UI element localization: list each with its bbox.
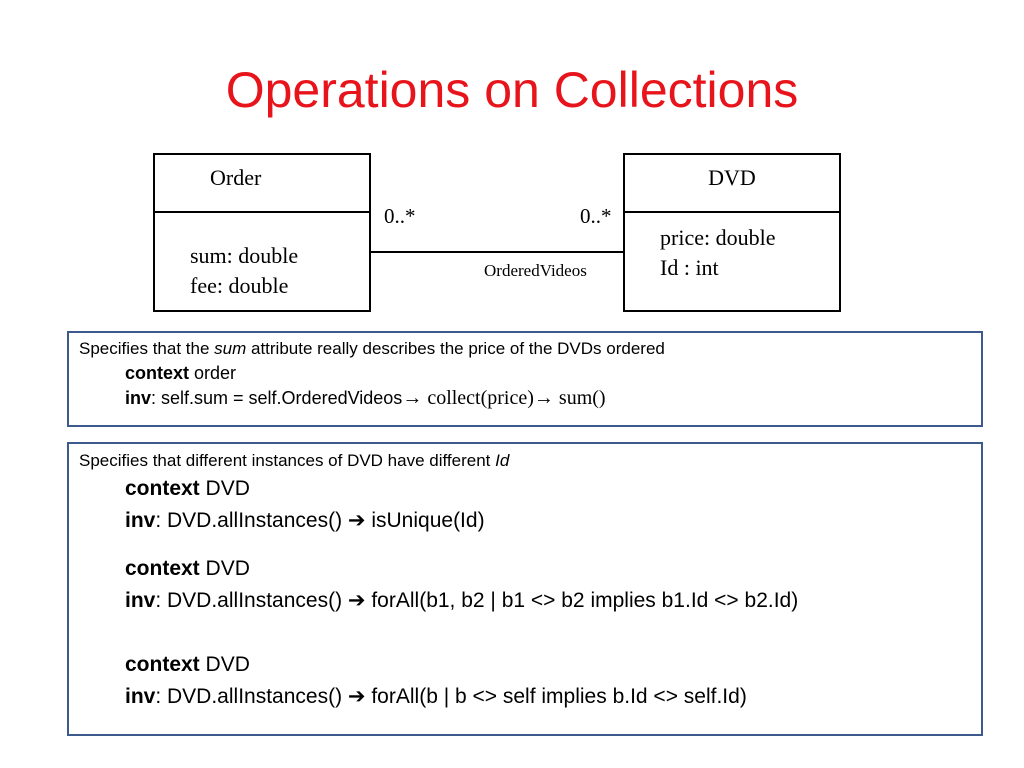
box2-description: Specifies that different instances of DV… xyxy=(79,449,981,473)
left-multiplicity: 0..* xyxy=(384,204,416,228)
box2-c1-context-value: DVD xyxy=(199,477,250,500)
association-line xyxy=(371,251,623,253)
box1-inv-line: inv: self.sum = self.OrderedVideos→ coll… xyxy=(79,386,981,411)
arrow-icon: ➔ xyxy=(347,509,366,532)
box2-c2-inv-line: inv: DVD.allInstances() ➔ forAll(b1, b2 … xyxy=(79,585,981,617)
slide-title: Operations on Collections xyxy=(225,62,799,118)
order-class-attributes: sum: double fee: double xyxy=(155,213,369,301)
box2-c3-inv-keyword: inv xyxy=(125,685,156,708)
box2-c3-inv-expr-b: forAll(b | b <> self implies b.Id <> sel… xyxy=(365,685,747,708)
dvd-class-attributes: price: double Id : int xyxy=(625,213,839,283)
box2-c3-context-line: context DVD xyxy=(79,649,981,681)
box1-desc-prefix: Specifies that the xyxy=(79,339,215,358)
box1-desc-em: sum xyxy=(214,339,247,358)
order-attr-sum: sum: double xyxy=(190,243,299,268)
box2-desc-em: Id xyxy=(495,451,510,470)
box2-c1-inv-expr-b: isUnique(Id) xyxy=(365,509,485,532)
box2-c3-context-keyword: context xyxy=(125,653,200,676)
box2-c2-context-value: DVD xyxy=(199,557,250,580)
dvd-attr-id: Id : int xyxy=(660,255,719,280)
ocl-box-unique-id: Specifies that different instances of DV… xyxy=(67,442,983,736)
association-name: OrderedVideos xyxy=(484,261,587,280)
box2-c2-context-line: context DVD xyxy=(79,553,981,585)
arrow-icon: ➔ xyxy=(347,685,366,708)
box1-context-line: context order xyxy=(79,361,981,386)
box2-c1-context-line: context DVD xyxy=(79,473,981,505)
box2-c1-inv-expr-a: : DVD.allInstances() xyxy=(155,509,348,532)
order-class-name: Order xyxy=(155,155,369,213)
arrow-icon: ➔ xyxy=(347,589,366,612)
box2-c3-context-value: DVD xyxy=(199,653,250,676)
dvd-attr-price: price: double xyxy=(660,225,776,250)
box1-context-keyword: context xyxy=(125,363,190,383)
box2-desc-prefix: Specifies that different instances of DV… xyxy=(79,451,496,470)
dvd-class-box: DVD price: double Id : int xyxy=(623,153,841,312)
spacer xyxy=(79,617,981,649)
dvd-class-name: DVD xyxy=(625,155,839,213)
box2-c3-inv-expr-a: : DVD.allInstances() xyxy=(155,685,348,708)
box2-c2-context-keyword: context xyxy=(125,557,200,580)
box2-c3-inv-line: inv: DVD.allInstances() ➔ forAll(b | b <… xyxy=(79,681,981,713)
box1-inv-expr-a: : self.sum = self.OrderedVideos xyxy=(151,388,403,408)
ocl-box-sum: Specifies that the sum attribute really … xyxy=(67,331,983,427)
box1-desc-suffix: attribute really describes the price of … xyxy=(246,339,665,358)
order-class-box: Order sum: double fee: double xyxy=(153,153,371,312)
right-multiplicity: 0..* xyxy=(580,204,612,228)
box2-c2-inv-expr-a: : DVD.allInstances() xyxy=(155,589,348,612)
box1-description: Specifies that the sum attribute really … xyxy=(79,337,981,361)
box2-c2-inv-expr-b: forAll(b1, b2 | b1 <> b2 implies b1.Id <… xyxy=(365,589,799,612)
box1-inv-keyword: inv xyxy=(125,388,152,408)
box2-c1-inv-line: inv: DVD.allInstances() ➔ isUnique(Id) xyxy=(79,505,981,537)
box1-inv-expr-b: → collect(price)→ sum() xyxy=(402,387,606,409)
order-attr-fee: fee: double xyxy=(190,273,289,298)
box2-c2-inv-keyword: inv xyxy=(125,589,156,612)
box2-c1-context-keyword: context xyxy=(125,477,200,500)
box1-context-value: order xyxy=(189,363,237,383)
spacer xyxy=(79,537,981,553)
box2-c1-inv-keyword: inv xyxy=(125,509,156,532)
